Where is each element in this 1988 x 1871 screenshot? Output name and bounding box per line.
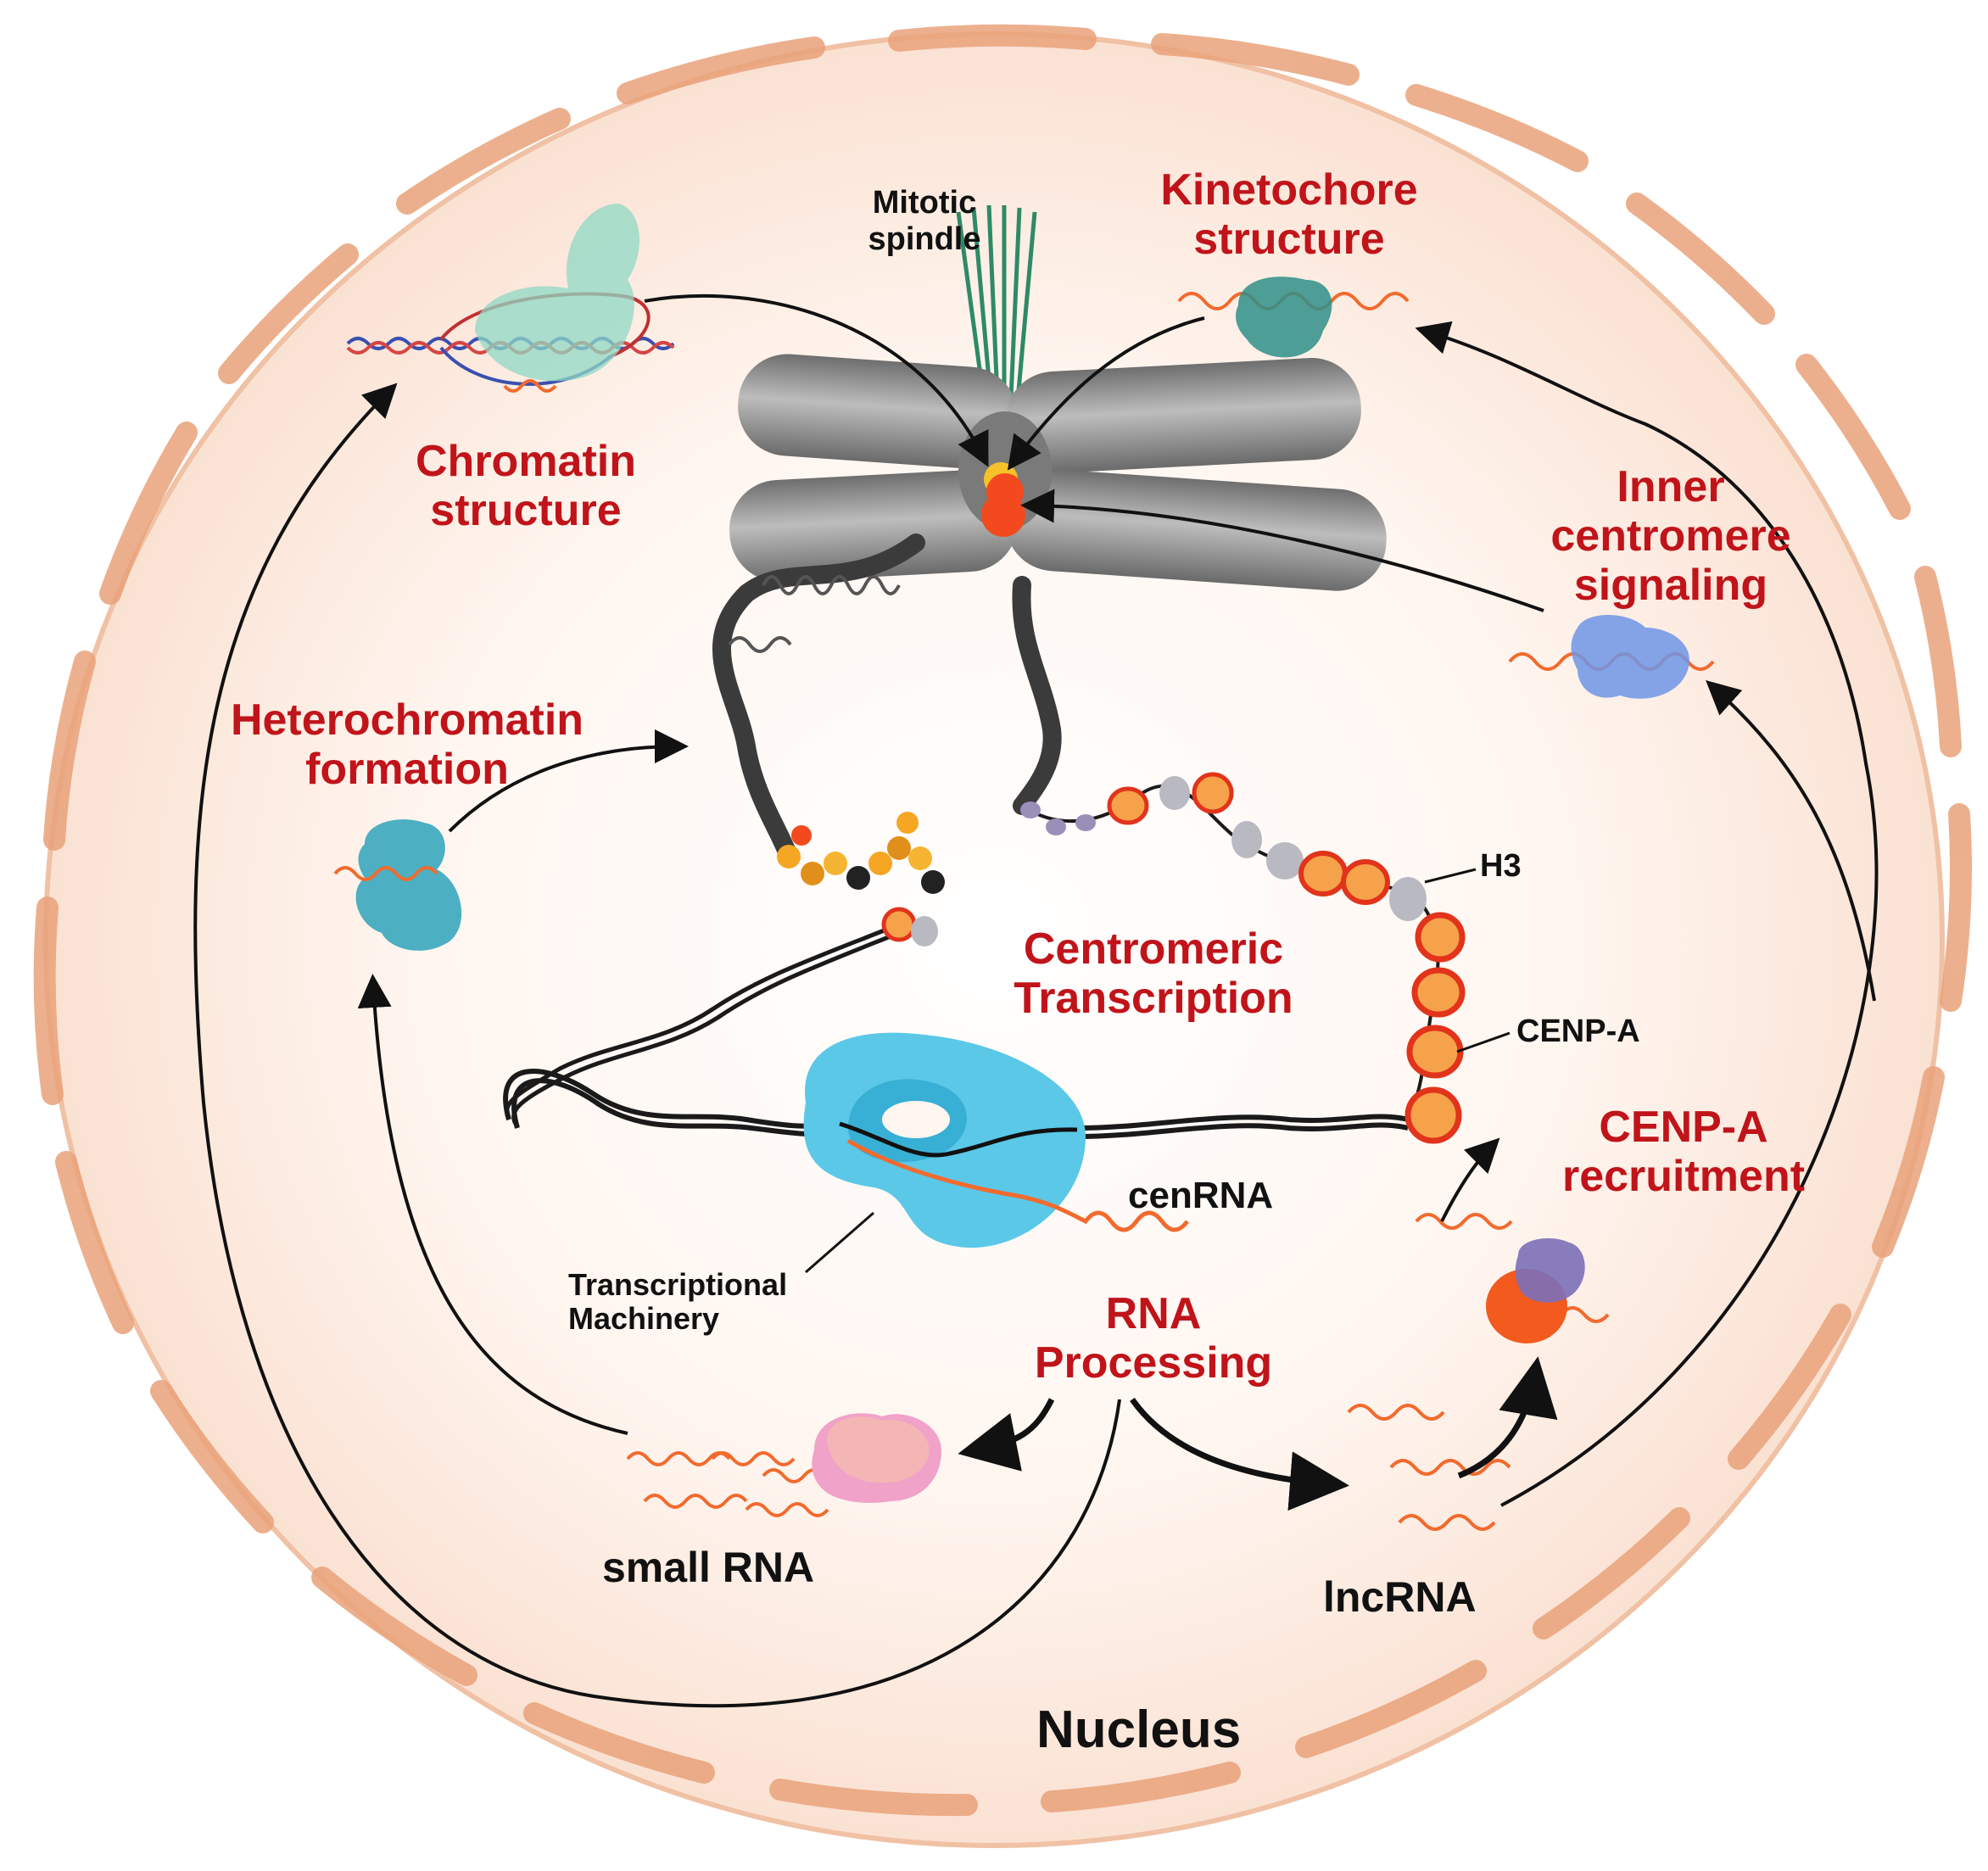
cenpa-nucleosome-stack — [1404, 912, 1466, 1144]
label-line: recruitment — [1561, 1152, 1806, 1202]
inner-centromere-signaling-label: Inner centromere signaling — [1510, 462, 1832, 611]
heterochromatin-nucleosomes — [777, 812, 945, 894]
chromatin-structure-label: Chromatin structure — [399, 437, 653, 535]
label-line: signaling — [1573, 561, 1768, 611]
small-rna-protein — [812, 1413, 941, 1503]
label-line: spindle — [868, 221, 981, 257]
centromere-kinetochore — [981, 462, 1025, 537]
cenp-a-label: CENP-A — [1516, 1014, 1640, 1049]
heterochromatin-formation-label: Heterochromatin formation — [212, 695, 602, 794]
cenp-a-recruitment-label: CENP-A recruitment — [1561, 1103, 1807, 1201]
cenpa-recruitment-complex — [1415, 1213, 1610, 1343]
nucleus-title: Nucleus — [1036, 1701, 1242, 1759]
label-line: centromere — [1550, 511, 1791, 561]
label-line: Chromatin — [416, 437, 636, 486]
label-line: Processing — [1034, 1338, 1273, 1388]
label-line: Heterochromatin — [230, 695, 584, 745]
small-rna-label: small RNA — [602, 1544, 815, 1591]
transcribed-dna-strand — [839, 1121, 1078, 1158]
chromatin-coils — [728, 575, 901, 653]
label-leaders — [805, 868, 1511, 1274]
lncrna-strands — [1347, 1404, 1511, 1531]
dna-helix-main — [503, 1069, 1409, 1139]
label-line: Machinery — [568, 1301, 720, 1337]
h3-label: H3 — [1480, 848, 1522, 884]
chromatin-fibers — [712, 533, 1062, 866]
chromatin-structure-complex — [346, 204, 675, 393]
nuclear-envelope — [33, 24, 1972, 1817]
lncrna-label: lncRNA — [1323, 1573, 1477, 1621]
dna-helix-upper — [505, 922, 900, 1128]
kinetochore-protein — [1177, 276, 1410, 358]
transcriptional-machinery-label: Transcriptional Machinery — [568, 1267, 857, 1337]
label-line: Kinetochore — [1160, 165, 1418, 215]
label-line: structure — [1193, 215, 1385, 265]
label-line: structure — [430, 486, 622, 536]
label-line: RNA — [1105, 1289, 1202, 1338]
kinetochore-structure-label: Kinetochore structure — [1136, 165, 1442, 264]
pathway-arrows — [193, 293, 1879, 1708]
heterochromatin-protein — [333, 819, 462, 951]
label-line: CENP-A — [1599, 1103, 1768, 1152]
label-line: Centromeric — [1023, 924, 1284, 974]
label-line: Inner — [1617, 462, 1725, 511]
label-line: Transcriptional — [568, 1267, 788, 1302]
cenrna-strand — [846, 1138, 1189, 1232]
mitotic-spindle-label: Mitotic spindle — [840, 185, 1009, 257]
inner-centromere-protein — [1508, 615, 1715, 699]
nucleosome-fiber-left — [881, 907, 938, 947]
rna-processing-label: RNA Processing — [1009, 1289, 1298, 1388]
label-line: formation — [305, 745, 509, 795]
centromeric-transcription-label: Centromeric Transcription — [1001, 924, 1306, 1023]
label-line: Transcription — [1014, 974, 1293, 1024]
cenrna-label: cenRNA — [1128, 1175, 1274, 1216]
nucleosome-fiber-right — [1020, 772, 1440, 1120]
label-line: Mitotic — [872, 185, 977, 221]
